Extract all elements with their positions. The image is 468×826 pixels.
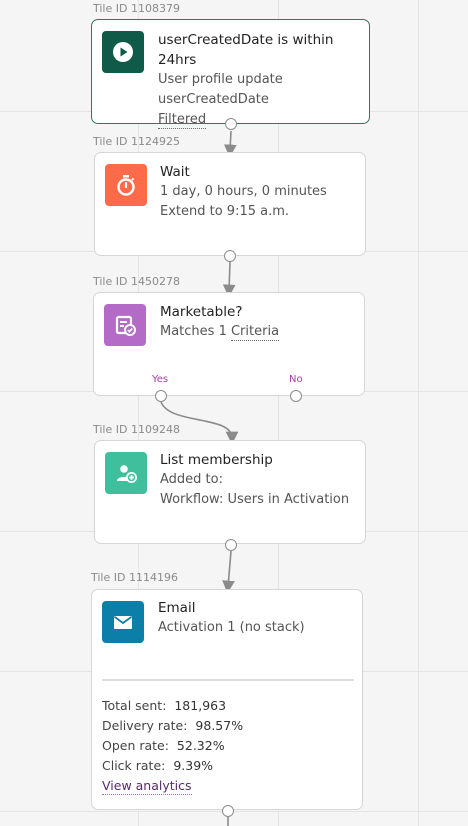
tile-title: List membership bbox=[160, 452, 273, 468]
stat-total-sent: Total sent: 181,963 bbox=[102, 696, 243, 716]
criteria-prefix: Matches 1 bbox=[160, 324, 231, 339]
tile-line: 1 day, 0 hours, 0 minutes bbox=[160, 184, 327, 199]
filtered-link[interactable]: Filtered bbox=[158, 112, 207, 129]
stopwatch-icon bbox=[105, 164, 147, 206]
stat-label: Open rate: bbox=[102, 738, 169, 753]
stat-label: Click rate: bbox=[102, 758, 166, 773]
yes-output-port[interactable] bbox=[155, 390, 167, 402]
connector-yes bbox=[160, 401, 239, 445]
tile-id-label: Tile ID 1124925 bbox=[93, 135, 180, 148]
play-icon bbox=[102, 31, 144, 73]
checklist-icon bbox=[104, 304, 146, 346]
stat-value: 52.32% bbox=[176, 738, 225, 753]
stat-value: 98.57% bbox=[195, 718, 244, 733]
decision-tile[interactable]: Marketable? Matches 1 Criteria Yes No bbox=[93, 292, 365, 396]
tile-line: Activation 1 (no stack) bbox=[158, 620, 305, 635]
tile-line: Extend to 9:15 a.m. bbox=[160, 204, 290, 219]
filter-tile[interactable]: userCreatedDate is within 24hrs User pro… bbox=[91, 19, 370, 129]
tile-line: userCreatedDate bbox=[158, 92, 269, 107]
tile-line: User profile update bbox=[158, 72, 283, 87]
view-analytics-link[interactable]: View analytics bbox=[102, 778, 192, 795]
wait-tile[interactable]: Wait 1 day, 0 hours, 0 minutes Extend to… bbox=[94, 152, 366, 256]
output-port[interactable] bbox=[225, 118, 237, 130]
tile-id-label: Tile ID 1109248 bbox=[93, 423, 180, 436]
stat-label: Total sent: bbox=[102, 698, 167, 713]
output-port[interactable] bbox=[224, 250, 236, 262]
tile-title: Marketable? bbox=[160, 304, 243, 320]
email-stats: Total sent: 181,963 Delivery rate: 98.57… bbox=[102, 696, 243, 796]
tile-title: Email bbox=[158, 600, 196, 616]
envelope-icon bbox=[102, 601, 144, 643]
no-output-port[interactable] bbox=[290, 390, 302, 402]
yes-branch-label: Yes bbox=[152, 374, 169, 385]
criteria-link[interactable]: Criteria bbox=[230, 324, 280, 341]
connector-1 bbox=[223, 130, 237, 158]
no-branch-label: No bbox=[289, 374, 303, 385]
stat-open-rate: Open rate: 52.32% bbox=[102, 736, 243, 756]
connector-3 bbox=[222, 550, 235, 594]
stat-label: Delivery rate: bbox=[102, 718, 188, 733]
tile-id-label: Tile ID 1114196 bbox=[91, 571, 178, 584]
stat-click-rate: Click rate: 9.39% bbox=[102, 756, 243, 776]
email-tile[interactable]: Email Activation 1 (no stack) Total sent… bbox=[91, 589, 363, 810]
tile-line: Workflow: Users in Activation bbox=[160, 492, 350, 507]
stat-delivery-rate: Delivery rate: 98.57% bbox=[102, 716, 243, 736]
divider bbox=[102, 679, 354, 681]
output-port[interactable] bbox=[225, 539, 237, 551]
output-port[interactable] bbox=[222, 805, 234, 817]
add-user-icon bbox=[105, 452, 147, 494]
tile-line: Added to: bbox=[160, 472, 223, 487]
stat-value: 9.39% bbox=[173, 758, 214, 773]
tile-title: Wait bbox=[160, 164, 190, 180]
tile-id-label: Tile ID 1108379 bbox=[93, 2, 180, 15]
list-membership-tile[interactable]: List membership Added to: Workflow: User… bbox=[94, 440, 366, 544]
connector-2 bbox=[222, 261, 236, 298]
stat-value: 181,963 bbox=[174, 698, 227, 713]
tile-title: userCreatedDate is within 24hrs bbox=[158, 32, 334, 68]
tile-id-label: Tile ID 1450278 bbox=[93, 275, 180, 288]
